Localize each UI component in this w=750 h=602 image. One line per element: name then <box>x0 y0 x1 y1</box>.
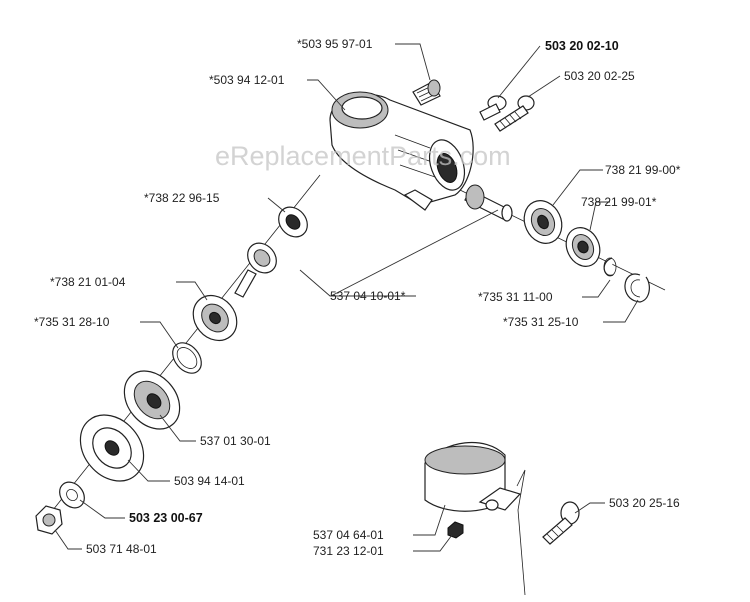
watermark-text: eReplacementParts.com <box>215 141 511 171</box>
label-731-23-12-01: 731 23 12-01 <box>313 544 384 558</box>
bearing-738-21-01-04[interactable] <box>184 287 245 349</box>
bearing-738-22-96-15[interactable] <box>273 201 313 242</box>
label-503-20-02-25: 503 20 02-25 <box>564 69 635 83</box>
support-cup-537-01-30-01[interactable] <box>113 360 191 440</box>
label-738-21-01-04: *738 21 01-04 <box>50 275 126 289</box>
label-503-20-25-16: 503 20 25-16 <box>609 496 680 510</box>
label-735-31-25-10: *735 31 25-10 <box>503 315 579 329</box>
label-537-01-30-01: 537 01 30-01 <box>200 434 271 448</box>
circlip-735-31-11-00[interactable] <box>603 257 617 277</box>
label-537-04-10-01: 537 04 10-01* <box>330 289 406 303</box>
nut-503-71-48-01[interactable] <box>35 505 63 535</box>
leader-lines <box>54 43 639 552</box>
screw-503-95-97-01[interactable] <box>412 79 441 106</box>
clamp-537-04-64-01[interactable] <box>424 441 526 596</box>
label-503-23-00-67: 503 23 00-67 <box>129 511 203 525</box>
label-735-31-11-00: *735 31 11-00 <box>478 290 553 304</box>
gear-housing-part[interactable] <box>329 91 474 211</box>
washer-503-23-00-67[interactable] <box>55 477 90 513</box>
label-503-94-14-01: 503 94 14-01 <box>174 474 245 488</box>
pinion-gear-537-04-10-01[interactable] <box>464 184 513 222</box>
label-738-22-96-15: *738 22 96-15 <box>144 191 220 205</box>
circlip-735-31-28-10[interactable] <box>167 337 207 378</box>
label-735-31-28-10: *735 31 28-10 <box>34 315 110 329</box>
label-738-21-99-01: 738 21 99-01* <box>581 195 657 209</box>
label-537-04-64-01: 537 04 64-01 <box>313 528 384 542</box>
label-503-20-02-10: 503 20 02-10 <box>545 39 619 53</box>
label-503-95-97-01: *503 95 97-01 <box>297 37 373 51</box>
bevel-gear-shaft[interactable] <box>234 237 282 298</box>
label-503-94-12-01: *503 94 12-01 <box>209 73 285 87</box>
screw-503-20-02-25[interactable] <box>494 95 535 132</box>
bearing-738-21-99-00[interactable] <box>517 194 568 249</box>
circlip-735-31-25-10[interactable] <box>624 273 650 303</box>
nut-731-23-12-01[interactable] <box>447 521 464 539</box>
label-738-21-99-00: 738 21 99-00* <box>605 163 681 177</box>
label-503-71-48-01: 503 71 48-01 <box>86 542 157 556</box>
bearing-738-21-99-01[interactable] <box>560 222 606 272</box>
support-cup-503-94-14-01[interactable] <box>67 402 156 493</box>
screw-503-20-25-16[interactable] <box>542 501 580 545</box>
screw-503-20-02-10[interactable] <box>479 95 507 121</box>
